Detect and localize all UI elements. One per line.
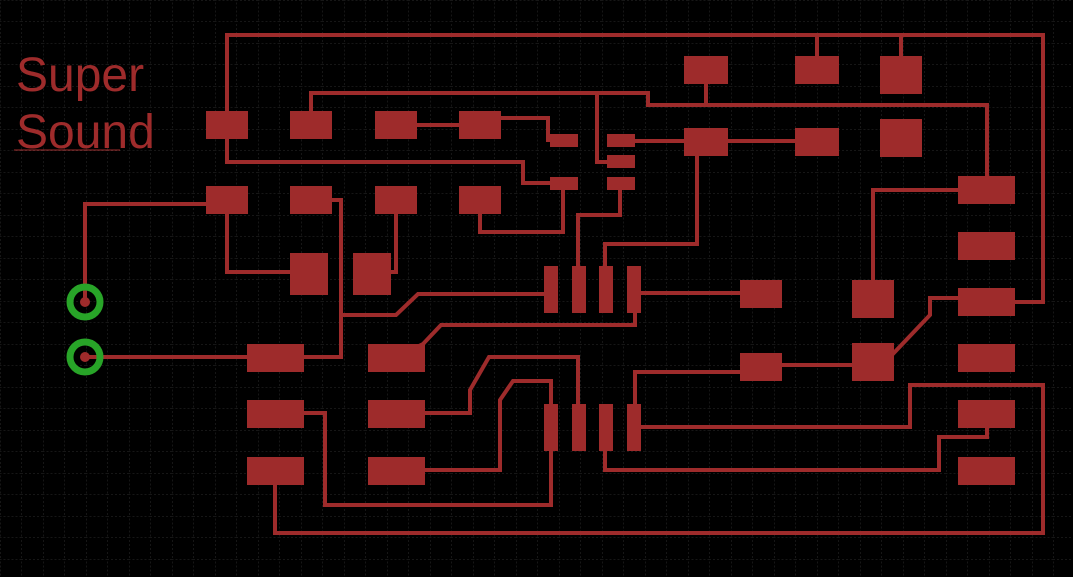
- ic-pin: [247, 344, 304, 372]
- via-hole: [80, 297, 90, 307]
- ic-pin: [550, 134, 578, 147]
- pad: [684, 56, 728, 84]
- board-title-line1: Super: [16, 49, 144, 102]
- trace-987-bottom: [603, 411, 989, 472]
- trace-ic3-connect: [273, 383, 1045, 535]
- pad: [206, 111, 248, 139]
- ic-pin: [368, 344, 425, 372]
- pad: [375, 111, 417, 139]
- pad: [795, 56, 839, 84]
- pad: [740, 280, 782, 308]
- trace-ic3-bottom: [273, 411, 553, 507]
- cap-pin: [572, 404, 586, 451]
- pad: [353, 253, 391, 295]
- pads: [206, 56, 1015, 485]
- pad: [795, 128, 839, 156]
- connector-pin: [958, 176, 1015, 204]
- pad: [852, 343, 894, 381]
- pad: [206, 186, 248, 214]
- pad: [740, 353, 782, 381]
- connector-pin: [958, 344, 1015, 372]
- ic-pin: [247, 400, 304, 428]
- pad: [290, 111, 332, 139]
- via-ring: [66, 338, 104, 376]
- connector-pin: [958, 400, 1015, 428]
- trace-jack1: [83, 202, 229, 302]
- pad: [459, 111, 501, 139]
- trace-top-loop: [225, 33, 1045, 304]
- trace-873-up: [871, 188, 989, 300]
- trace-row2-top: [309, 91, 989, 192]
- via-ring: [66, 283, 104, 321]
- connector-pin: [958, 457, 1015, 485]
- trace-227-309: [225, 198, 311, 274]
- cap-pin: [627, 404, 641, 451]
- ic-pin: [550, 177, 578, 190]
- pad: [880, 56, 922, 94]
- cap-pin: [599, 404, 613, 451]
- pad: [459, 186, 501, 214]
- pad: [684, 128, 728, 156]
- cap-pin: [544, 266, 558, 313]
- ic-pin: [607, 177, 635, 190]
- pad: [290, 253, 328, 295]
- trace-ic-down: [576, 181, 622, 292]
- pad: [880, 119, 922, 157]
- cap-pin: [627, 266, 641, 313]
- trace-ic3-mid: [394, 379, 553, 472]
- pad: [290, 186, 332, 214]
- pad: [375, 186, 417, 214]
- ic-pin: [607, 134, 635, 147]
- pad: [852, 280, 894, 318]
- cap-pin: [544, 404, 558, 451]
- trace-ic3-top: [394, 355, 580, 429]
- ic-pin: [368, 400, 425, 428]
- board-title-line2: Sound: [16, 106, 155, 159]
- jack-2: [66, 338, 104, 376]
- connector-pin: [958, 288, 1015, 316]
- cap-pin: [599, 266, 613, 313]
- jack-1: [66, 283, 104, 321]
- via-hole: [80, 352, 90, 362]
- cap-pin: [572, 266, 586, 313]
- trace-mid-bus: [339, 292, 553, 317]
- connector-pin: [958, 232, 1015, 260]
- ic-pin: [368, 457, 425, 485]
- trace-left-column: [225, 123, 565, 185]
- ic-pin: [247, 457, 304, 485]
- trace-480-down: [478, 181, 565, 234]
- ic-pin: [607, 155, 635, 168]
